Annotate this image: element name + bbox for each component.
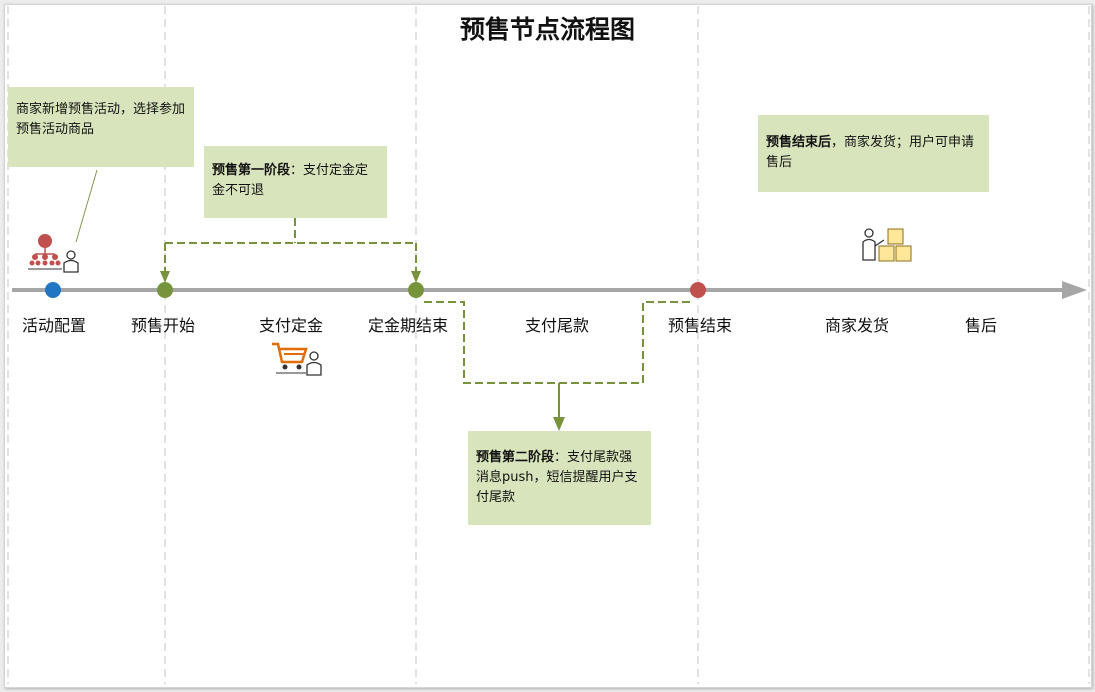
note-phase2-text: ：支付尾款强消息push，短信提醒用户支付尾款	[476, 450, 638, 505]
callout-line	[75, 169, 98, 243]
note-phase1: 预售第一阶段：支付定金定金不可退	[204, 146, 387, 218]
phase1-arrow-left	[160, 271, 170, 283]
phase2-arrow	[553, 417, 565, 431]
org-user-icon	[28, 234, 79, 273]
phase1-arrow-right	[411, 271, 421, 283]
stage-label-after-sale: 售后	[964, 316, 997, 335]
milestone-dot-activity-config	[45, 282, 61, 298]
user-boxes-icon	[862, 228, 912, 262]
phase2-connector	[424, 301, 692, 384]
stage-label-merchant-ship: 商家发货	[824, 316, 889, 335]
stage-label-presale-end: 预售结束	[667, 316, 732, 335]
shopping-cart-user-icon	[272, 342, 322, 376]
stage-label-presale-start: 预售开始	[130, 316, 195, 335]
note-merchant-text: 商家新增预售活动，选择参加预售活动商品	[16, 102, 186, 137]
note-after: 预售结束后，商家发货；用户可申请售后	[758, 115, 989, 192]
milestone-dot-presale-start	[157, 282, 173, 298]
note-after-title: 预售结束后	[766, 135, 832, 150]
milestone-dot-presale-end	[690, 282, 706, 298]
stage-label-deposit-end: 定金期结束	[367, 316, 448, 335]
note-phase1-text: ：支付定金定金不可退	[212, 163, 369, 198]
stage-label-pay-deposit: 支付定金	[258, 316, 323, 335]
note-phase2: 预售第二阶段：支付尾款强消息push，短信提醒用户支付尾款	[468, 431, 651, 525]
timeline-arrowhead	[1062, 281, 1087, 299]
note-after-text: ，商家发货；用户可申请售后	[766, 135, 975, 170]
stage-label-activity-config: 活动配置	[21, 316, 86, 335]
note-phase1-title: 预售第一阶段	[212, 163, 291, 178]
milestone-dot-deposit-end	[408, 282, 424, 298]
note-phase2-title: 预售第二阶段	[476, 450, 555, 465]
note-merchant: 商家新增预售活动，选择参加预售活动商品	[8, 87, 194, 167]
stage-label-pay-balance: 支付尾款	[524, 316, 589, 335]
phase1-connector	[164, 218, 417, 272]
diagram-title: 预售节点流程图	[459, 15, 635, 44]
